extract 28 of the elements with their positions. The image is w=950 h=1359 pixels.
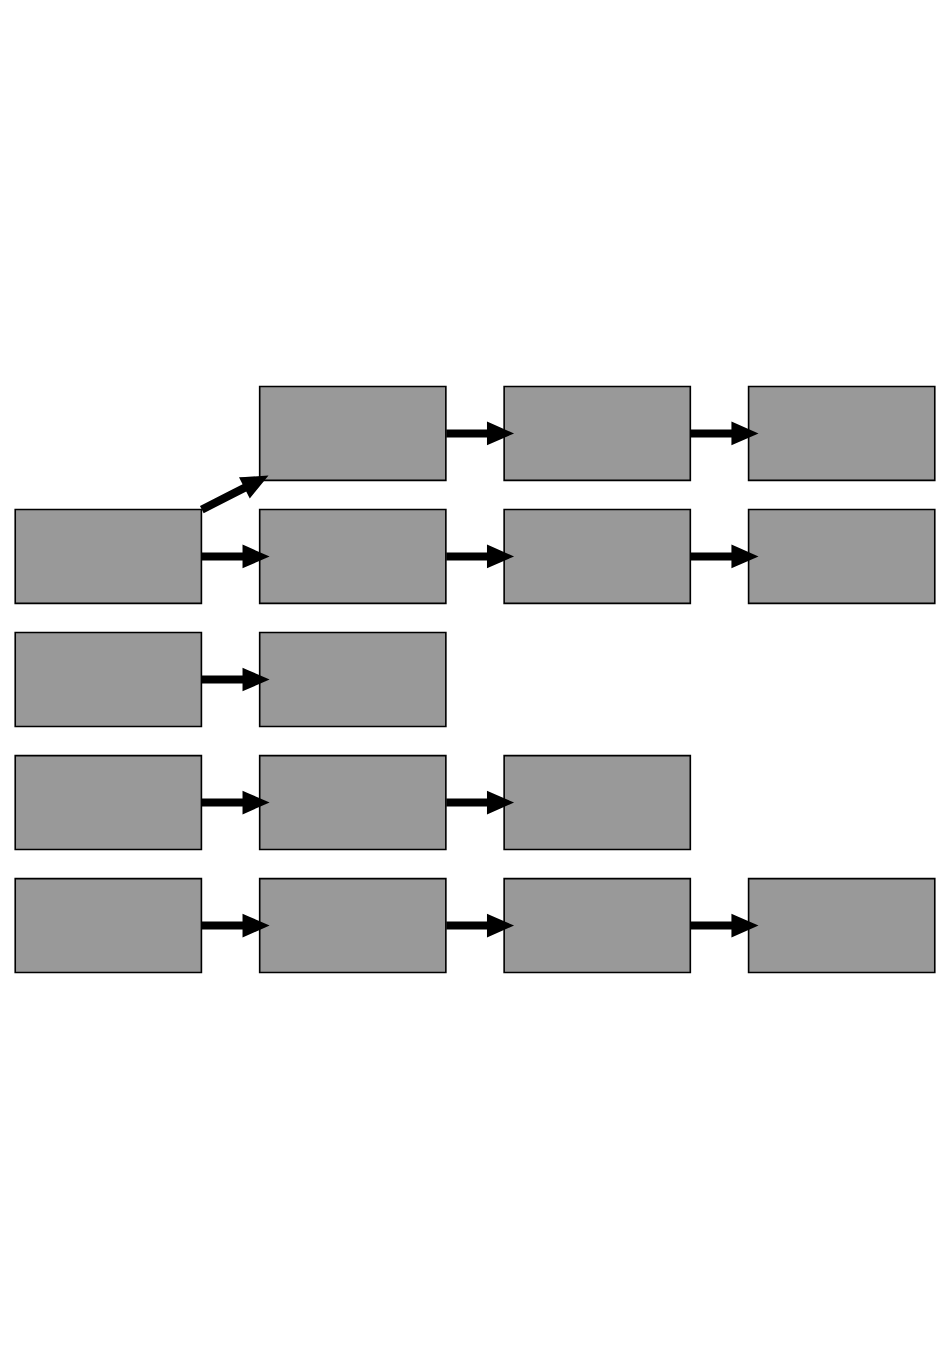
node-box: [503, 508, 692, 605]
node-box: [747, 508, 936, 605]
arrow: [690, 544, 759, 569]
arrow: [446, 790, 515, 815]
arrow: [201, 667, 270, 692]
arrow: [200, 475, 269, 514]
node-box: [14, 631, 203, 728]
node-box: [258, 877, 447, 974]
node-box: [14, 508, 203, 605]
node-box: [747, 385, 936, 482]
node-box: [258, 385, 447, 482]
node-box: [14, 877, 203, 974]
arrow: [201, 913, 270, 938]
arrow: [690, 913, 759, 938]
arrow: [201, 544, 270, 569]
node-box: [258, 631, 447, 728]
node-box: [258, 508, 447, 605]
arrow: [446, 421, 515, 446]
node-box: [747, 877, 936, 974]
node-box: [258, 754, 447, 851]
arrow: [690, 421, 759, 446]
arrow: [446, 913, 515, 938]
arrow: [201, 790, 270, 815]
node-box: [14, 754, 203, 851]
arrow: [446, 544, 515, 569]
node-box: [503, 385, 692, 482]
node-box: [503, 877, 692, 974]
node-box: [503, 754, 692, 851]
